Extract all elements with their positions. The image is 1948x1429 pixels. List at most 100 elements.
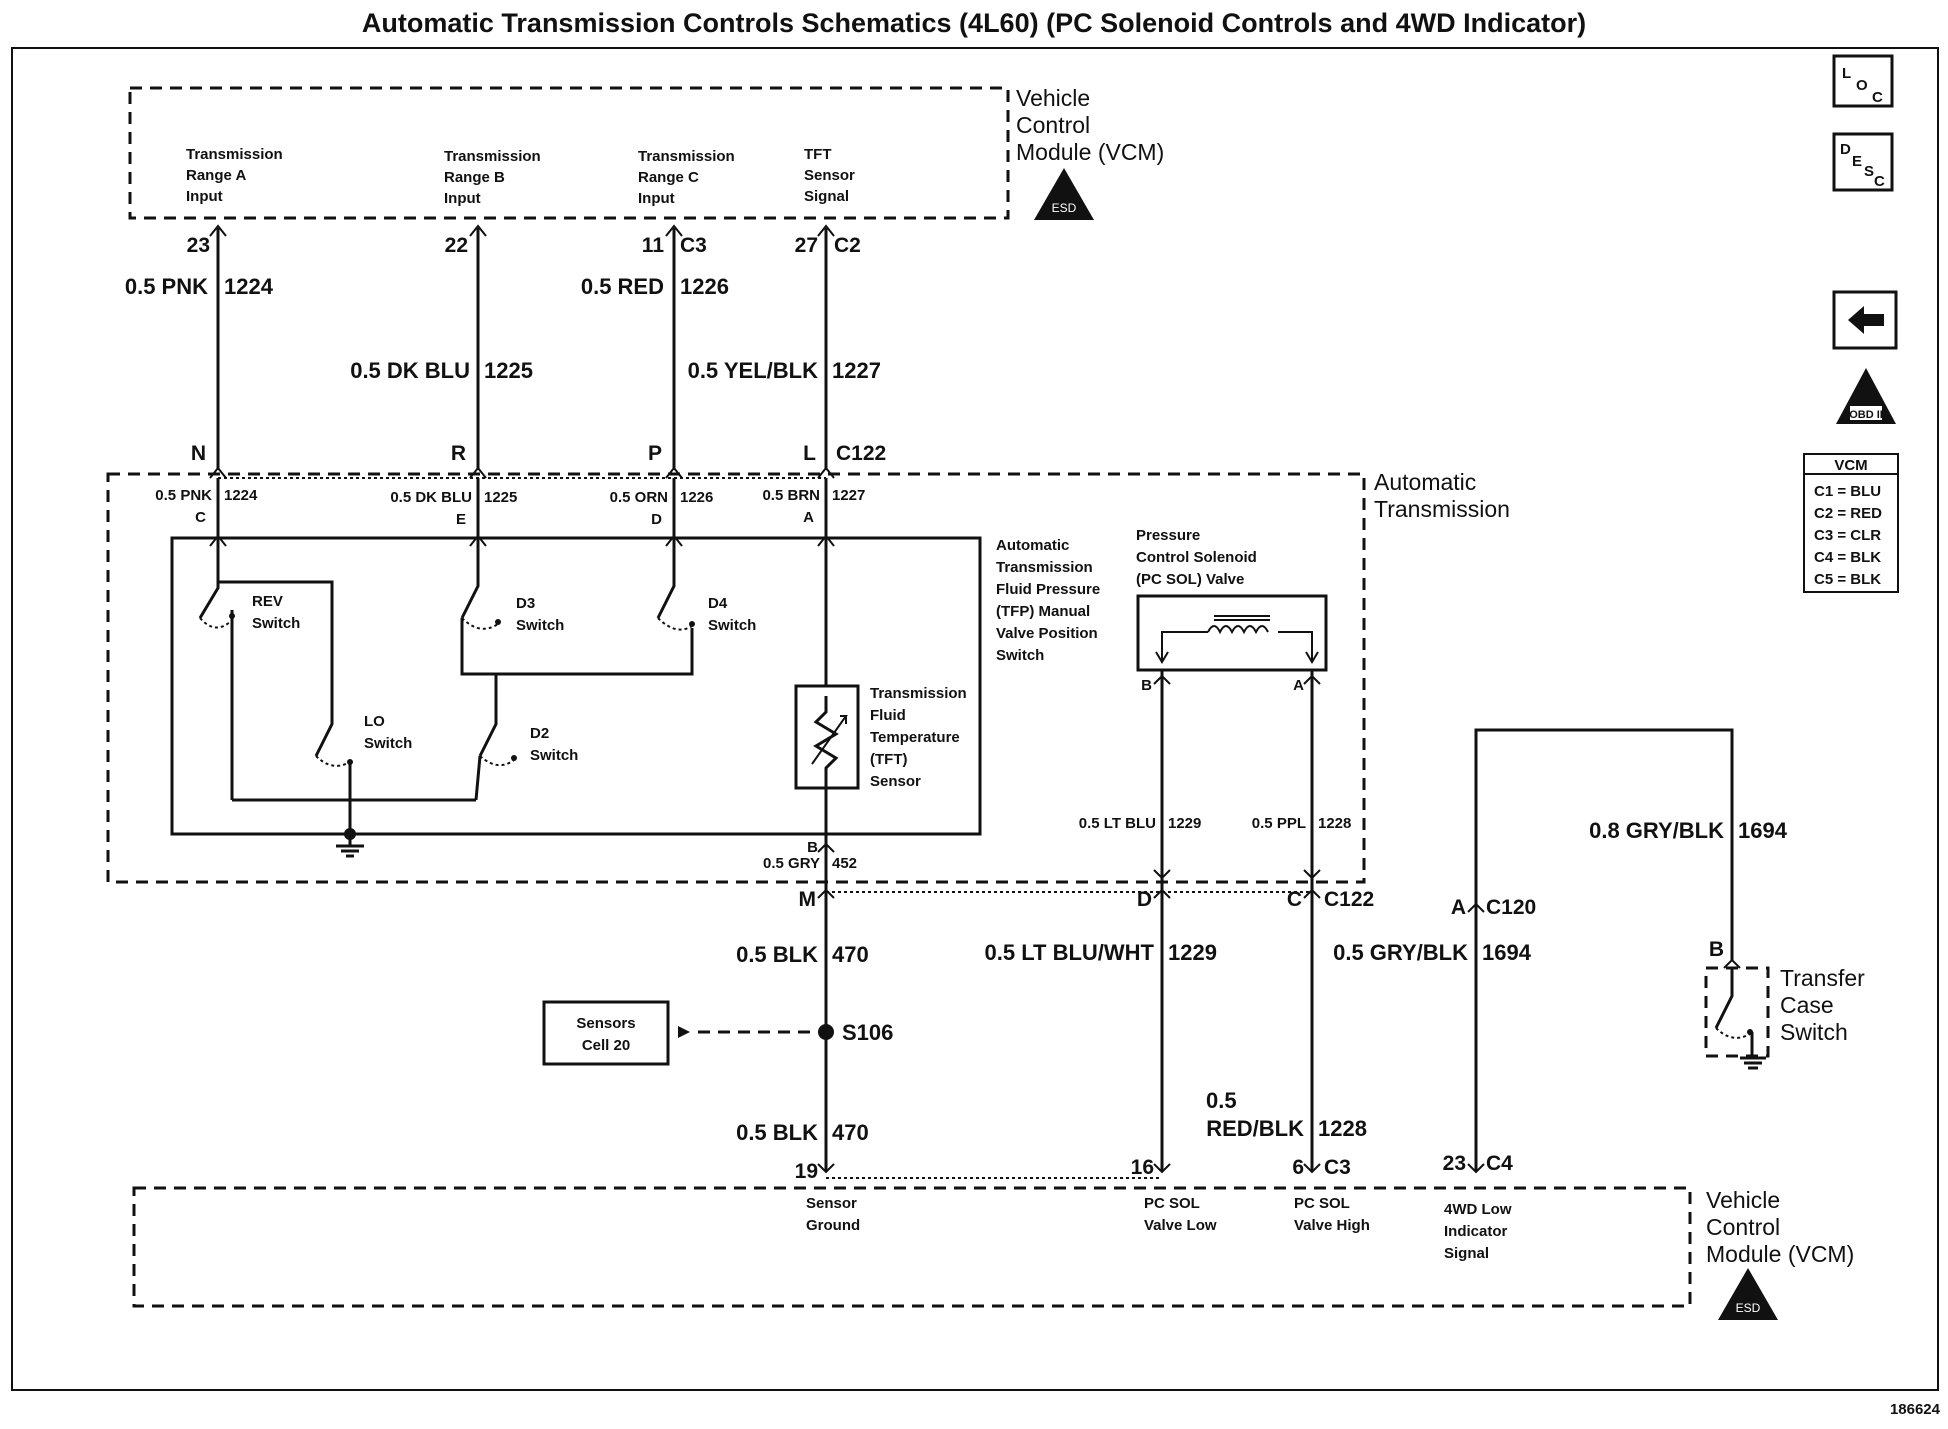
svg-text:Transmission: Transmission <box>870 685 967 702</box>
page-title: Automatic Transmission Controls Schemati… <box>362 8 1586 38</box>
back-arrow-button[interactable] <box>1832 290 1898 350</box>
splice-label: S106 <box>842 1020 893 1045</box>
svg-text:C1 = BLU: C1 = BLU <box>1814 483 1881 500</box>
internal-pin-label: E <box>456 511 466 528</box>
svg-text:L: L <box>1842 65 1851 82</box>
vcm-top-box <box>128 86 1010 220</box>
svg-text:Temperature: Temperature <box>870 729 960 746</box>
pin-label: 27 <box>795 234 818 257</box>
svg-text:Range C: Range C <box>638 169 699 186</box>
svg-text:Input: Input <box>444 190 481 207</box>
wire-color-label: 0.5 LT BLU/WHT <box>985 940 1155 965</box>
svg-text:C5 = BLK: C5 = BLK <box>1814 571 1881 588</box>
wire-color-label: 0.5 GRY <box>763 855 820 872</box>
svg-text:Module (VCM): Module (VCM) <box>1706 1241 1854 1267</box>
connector-pin-a: A <box>1451 896 1466 919</box>
wire-circuit-label: 1694 <box>1482 940 1532 965</box>
wire-circuit-label: 1228 <box>1318 1116 1367 1141</box>
svg-text:C: C <box>1874 173 1885 190</box>
vcm-input-range-c: Transmission Range C Input <box>638 148 735 207</box>
svg-text:Automatic: Automatic <box>1374 469 1476 495</box>
svg-text:(TFT): (TFT) <box>870 751 907 768</box>
svg-text:Transmission: Transmission <box>186 146 283 163</box>
connector-pin-c: C <box>1287 888 1302 911</box>
svg-text:Transfer: Transfer <box>1780 965 1865 991</box>
desc-button[interactable]: D E S C <box>1832 132 1894 192</box>
connector-label: C3 <box>1324 1156 1351 1179</box>
rev-switch-label: REV Switch <box>252 593 300 632</box>
d3-switch-label: D3 Switch <box>516 595 564 634</box>
svg-text:PC SOL: PC SOL <box>1294 1195 1350 1212</box>
wire-color-label: 0.5 PNK <box>155 487 212 504</box>
sensors-cell-ref-box[interactable] <box>542 1000 670 1066</box>
svg-text:Range B: Range B <box>444 169 505 186</box>
wire-circuit-label: 1226 <box>680 274 729 299</box>
sensors-cell-ref-label: Cell 20 <box>582 1037 630 1054</box>
transfer-case-box <box>1704 966 1770 1058</box>
internal-pin-label: A <box>803 509 814 526</box>
wire-color-label: 0.5 LT BLU <box>1079 815 1156 832</box>
transmission-box <box>106 472 1366 884</box>
wire-circuit-label: 1224 <box>224 487 258 504</box>
svg-text:C3 = CLR: C3 = CLR <box>1814 527 1881 544</box>
svg-text:C: C <box>1872 89 1883 106</box>
svg-text:Automatic: Automatic <box>996 537 1069 554</box>
svg-text:Control Solenoid: Control Solenoid <box>1136 549 1257 566</box>
vcm-top-label: Vehicle Control Module (VCM) <box>1016 85 1164 165</box>
wire-circuit-label: 1225 <box>484 489 517 506</box>
obd-ii-icon: OBD II <box>1836 368 1896 424</box>
tft-sensor-label: Transmission Fluid Temperature (TFT) Sen… <box>870 685 967 790</box>
svg-text:Indicator: Indicator <box>1444 1223 1508 1240</box>
vcm-pin-pc-sol-low: PC SOL Valve Low <box>1144 1195 1217 1234</box>
connector-c122-bottom-label: C122 <box>1324 888 1374 911</box>
connector-pin-r: R <box>451 442 466 465</box>
svg-text:Fluid Pressure: Fluid Pressure <box>996 581 1100 598</box>
pin-label: 16 <box>1131 1156 1154 1179</box>
vcm-pin-4wd-low: 4WD Low Indicator Signal <box>1444 1201 1512 1262</box>
svg-text:Switch: Switch <box>516 617 564 634</box>
svg-text:Valve High: Valve High <box>1294 1217 1370 1234</box>
wire-1227-top <box>817 224 835 479</box>
transfer-case-pin-b: B <box>1709 938 1724 961</box>
svg-text:C4 = BLK: C4 = BLK <box>1814 549 1881 566</box>
wire-color-label: 0.5 ORN <box>610 489 668 506</box>
connector-c122-label: C122 <box>836 442 886 465</box>
pc-solenoid-label: Pressure Control Solenoid (PC SOL) Valve <box>1136 527 1257 588</box>
svg-text:Vehicle: Vehicle <box>1706 1187 1780 1213</box>
svg-text:E: E <box>1852 153 1862 170</box>
wire-color-label: 0.5 RED <box>581 274 664 299</box>
tfp-switch-box <box>170 536 982 836</box>
wire-1228-bottom <box>1303 878 1321 1174</box>
wire-color-label: 0.5 BRN <box>762 487 820 504</box>
svg-text:Vehicle: Vehicle <box>1016 85 1090 111</box>
wire-color-label: 0.5 PNK <box>125 274 208 299</box>
svg-text:Sensor: Sensor <box>806 1195 857 1212</box>
figure-number: 186624 <box>1890 1401 1941 1418</box>
pin-label: 22 <box>445 234 468 257</box>
loc-button[interactable]: L O C <box>1832 54 1894 108</box>
svg-text:Transmission: Transmission <box>444 148 541 165</box>
svg-text:Ground: Ground <box>806 1217 860 1234</box>
wire-color-label: 0.5 <box>1206 1088 1237 1113</box>
svg-text:Switch: Switch <box>1780 1019 1848 1045</box>
svg-text:LO: LO <box>364 713 385 730</box>
svg-text:VCM: VCM <box>1834 457 1867 474</box>
svg-text:Switch: Switch <box>252 615 300 632</box>
wire-1226-top <box>665 224 683 479</box>
wire-470 <box>817 860 835 1174</box>
svg-text:Module (VCM): Module (VCM) <box>1016 139 1164 165</box>
vcm-pin-pc-sol-high: PC SOL Valve High <box>1294 1195 1370 1234</box>
svg-text:Transmission: Transmission <box>638 148 735 165</box>
svg-text:O: O <box>1856 77 1868 94</box>
tfp-label: Automatic Transmission Fluid Pressure (T… <box>996 537 1100 664</box>
wire-circuit-label: 1229 <box>1168 815 1201 832</box>
vcm-input-tft-signal: TFT Sensor Signal <box>804 146 855 205</box>
esd-warning-icon: ESD <box>1034 168 1094 220</box>
svg-text:Switch: Switch <box>530 747 578 764</box>
svg-text:C2 = RED: C2 = RED <box>1814 505 1882 522</box>
tft-pin-b: B <box>807 839 818 856</box>
svg-text:ESD: ESD <box>1052 201 1077 215</box>
wire-1224-top <box>209 224 227 479</box>
wire-color-label: 0.5 DK BLU <box>350 358 470 383</box>
